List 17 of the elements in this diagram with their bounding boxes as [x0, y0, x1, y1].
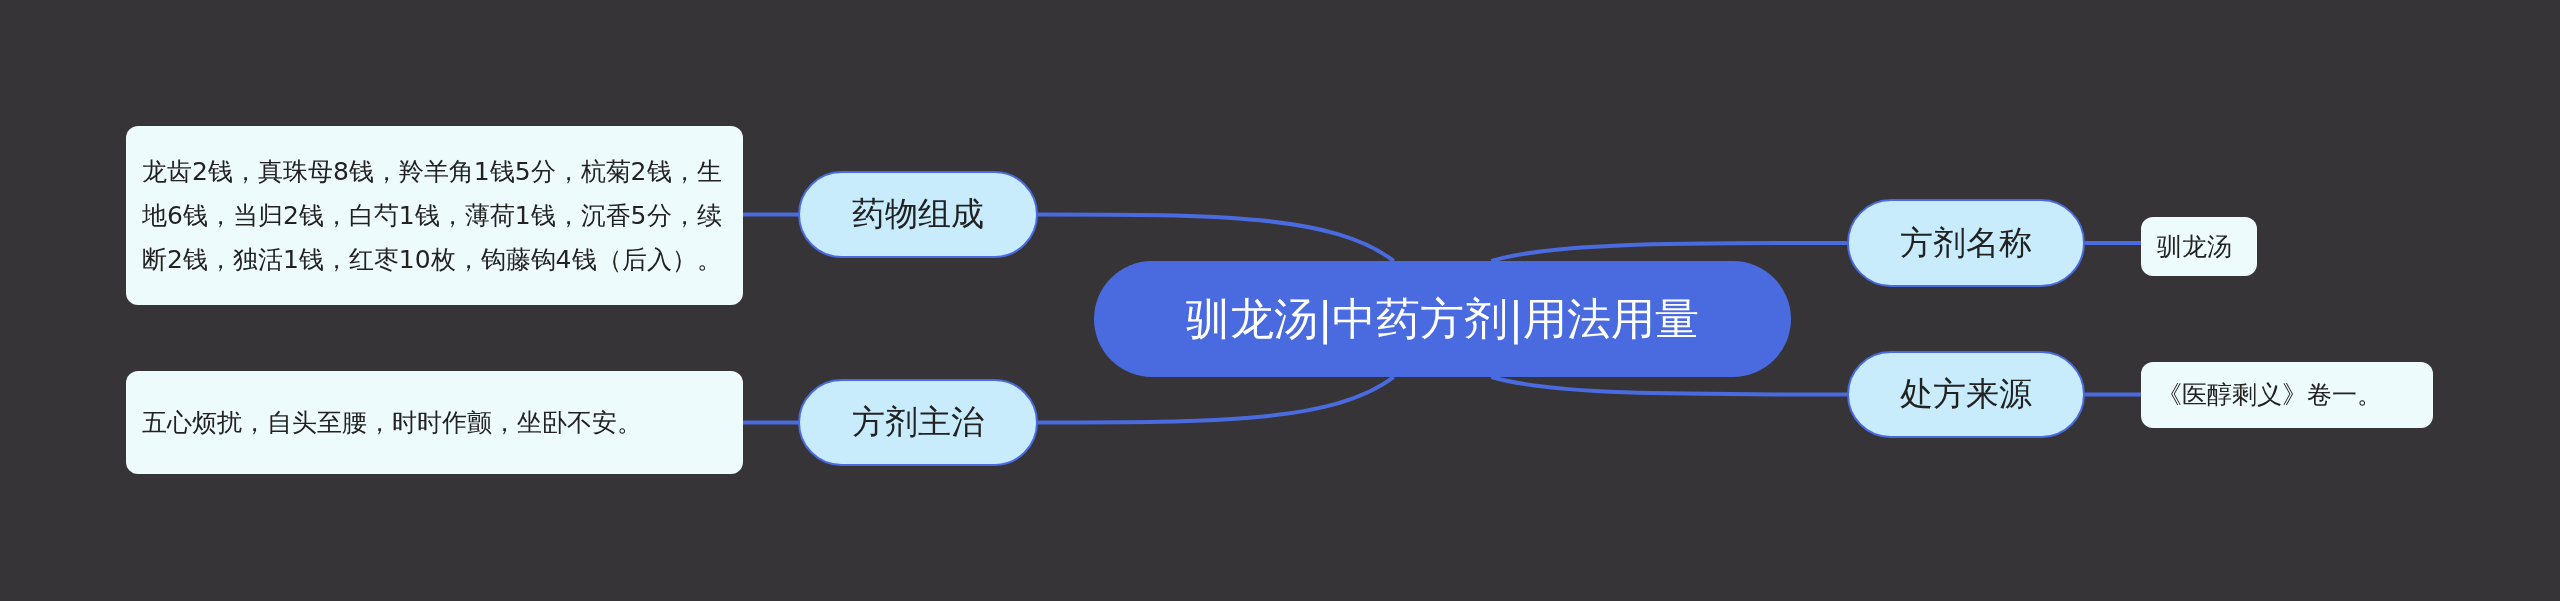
central-topic: 驯龙汤|中药方剂|用法用量	[1094, 261, 1791, 377]
connector-line	[1490, 241, 1847, 263]
note-box: 龙齿2钱，真珠母8钱，羚羊角1钱5分，杭菊2钱，生地6钱，当归2钱，白芍1钱，薄荷1钱，沉香5分，续断2钱，独活1钱，红枣10枚，钩藤钩4钱（后入）。	[126, 126, 743, 305]
connector-line	[743, 212, 798, 217]
note-box: 驯龙汤	[2141, 217, 2257, 276]
note-box: 五心烦扰，自头至腰，时时作颤，坐卧不安。	[126, 371, 743, 474]
connector-line	[1038, 375, 1395, 425]
connector-line	[1490, 375, 1847, 397]
connector-line	[743, 420, 798, 425]
topic-box: 方剂名称	[1847, 199, 2085, 287]
connector-line	[2085, 241, 2141, 245]
topic-box: 方剂主治	[798, 379, 1038, 466]
connector-line	[1038, 212, 1395, 263]
topic-box: 药物组成	[798, 171, 1038, 258]
connector-line	[2085, 392, 2141, 397]
note-box: 《医醇剩义》卷一。	[2141, 362, 2433, 428]
topic-box: 处方来源	[1847, 351, 2085, 438]
